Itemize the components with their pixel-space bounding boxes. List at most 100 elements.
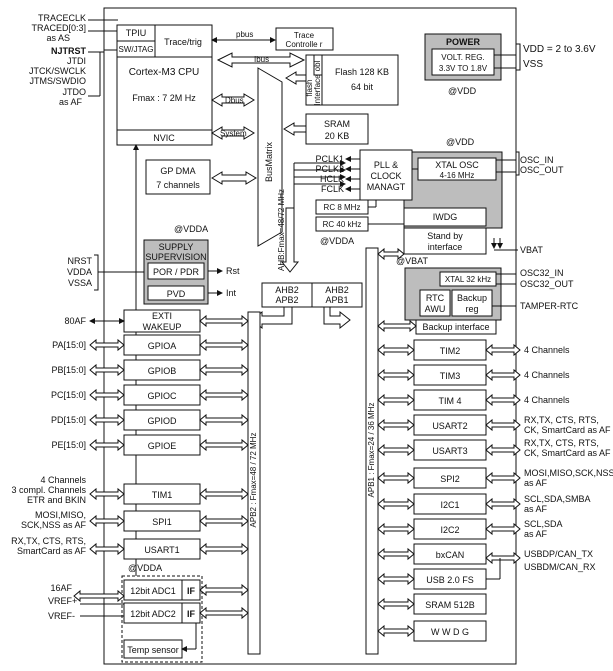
- dbus-arrow: [211, 93, 255, 107]
- wwdg-label: W W D G: [431, 627, 469, 637]
- can-sig-2: USBDM/CAN_RX: [524, 562, 596, 572]
- apb1-bus-label: APB1 : Fmax=24 / 36 MHz: [367, 403, 376, 498]
- fmax-label: Fmax : 7 2M Hz: [132, 93, 196, 103]
- bxcan-label: bxCAN: [436, 550, 465, 560]
- can-sig-1: USBDP/CAN_TX: [524, 549, 593, 559]
- iwdg-label: IWDG: [433, 212, 458, 222]
- int-label: Int: [226, 288, 237, 298]
- pvd-label: PVD: [167, 289, 186, 299]
- dma-arrow: [211, 171, 257, 185]
- sram-label-1: SRAM: [324, 119, 350, 129]
- spi2-label: SPI2: [440, 474, 460, 484]
- vdda-label: VDDA: [67, 267, 92, 277]
- pd-label: PD[15:0]: [51, 415, 86, 425]
- vbat-label: VBAT: [520, 245, 543, 255]
- as-af-label: as AF: [59, 97, 83, 107]
- vbat-domain-label: @VBAT: [396, 256, 428, 266]
- supply-vdda-label: @VDDA: [174, 224, 208, 234]
- jtdo-label: JTDO: [63, 87, 87, 97]
- tim1-sig-2: 3 compl. Channels: [11, 485, 86, 495]
- pe-label: PE[15:0]: [51, 440, 86, 450]
- usb-label: USB 2.0 FS: [426, 575, 474, 585]
- apb1-right-signals: 4 Channels 4 Channels 4 Channels RX,TX, …: [524, 345, 613, 572]
- temp-sensor-label: Temp sensor: [127, 645, 179, 655]
- rtc-block: [419, 289, 451, 317]
- osc-in-label: OSC_IN: [520, 155, 554, 165]
- flash-obl-block: [313, 54, 323, 76]
- i2c1-label: I2C1: [440, 500, 459, 510]
- gpioe-label: GPIOE: [148, 441, 177, 451]
- clock-vdda-label: @VDDA: [320, 236, 354, 246]
- adc1-if-label: IF: [187, 586, 196, 596]
- flash-interface-label: Interface: [313, 74, 322, 106]
- vss-label: VSS: [523, 59, 543, 70]
- rtc-label-1: RTC: [426, 293, 445, 303]
- backup-reg-label-1: Backup: [457, 293, 487, 303]
- pll-block: [359, 149, 413, 201]
- spi2-sig-2: as AF: [524, 478, 548, 488]
- i2c2-label: I2C2: [440, 525, 459, 535]
- apb1-connector: [323, 306, 351, 330]
- power-title: POWER: [446, 37, 481, 47]
- jtdi-label: JTDI: [67, 56, 86, 66]
- ibus-arrow: [216, 52, 306, 68]
- njtrst-label: NJTRST: [51, 46, 87, 56]
- standby-label-1: Stand by: [427, 231, 463, 241]
- rtc-label-2: AWU: [425, 304, 446, 314]
- gpioa-label: GPIOA: [148, 341, 177, 351]
- xtal-osc-label-2: 4-16 MHz: [440, 171, 475, 180]
- tim3-channels: 4 Channels: [524, 370, 570, 380]
- bus-matrix-label: BusMatrix: [264, 142, 274, 183]
- tim4-label: TIM 4: [438, 396, 461, 406]
- apb1-bus: [365, 247, 379, 655]
- reset-supply-signals: NRST VDDA VSSA: [67, 256, 93, 288]
- flash-word-label: flash: [305, 80, 314, 97]
- gp-dma-block: [145, 159, 211, 195]
- gpioc-label: GPIOC: [147, 391, 177, 401]
- apb1-bus-arrows: [377, 343, 415, 638]
- backup-if-conn: [377, 319, 417, 333]
- vref-minus-label: VREF-: [48, 611, 75, 621]
- vref-plus-label: VREF+: [48, 596, 77, 606]
- usart1-sig-2: SmartCard as AF: [17, 546, 87, 556]
- trace-trig-label: Trace/trig: [164, 37, 202, 47]
- gp-dma-label-1: GP DMA: [160, 166, 195, 176]
- apb2-lower-arrows: [89, 487, 249, 556]
- backup-interface-block: [415, 319, 497, 335]
- tim1-sig-3: ETR and BKIN: [27, 495, 86, 505]
- tamper-label: TAMPER-RTC: [520, 301, 579, 311]
- pll-label-2: CLOCK: [370, 171, 401, 181]
- pbus-label: pbus: [236, 30, 253, 39]
- usart1-label: USART1: [144, 545, 179, 555]
- apb1-bridge-block: [311, 282, 363, 308]
- adc-input-arrow: [73, 589, 125, 603]
- fclk-label: FCLK: [321, 184, 344, 194]
- vdd-range-label: VDD = 2 to 3.6V: [523, 44, 596, 55]
- sw-jtag-block: [116, 40, 156, 58]
- trace-controller-label-1: Trace: [294, 31, 315, 40]
- usart2-label: USART2: [432, 421, 467, 431]
- volt-reg-label-2: 3.3V TO 1.8V: [439, 64, 488, 73]
- bm-flash-arrow: [285, 71, 307, 85]
- rc8-label: RC 8 MHz: [324, 203, 361, 212]
- apb2-bus: [247, 311, 261, 655]
- hclk-label: HCLK: [320, 174, 344, 184]
- por-pdr-label: POR / PDR: [153, 267, 200, 277]
- i2c2-sig-1: SCL,SDA: [524, 519, 563, 529]
- tim1-label: TIM1: [152, 490, 173, 500]
- clock-vdd-label: @VDD: [446, 137, 475, 147]
- nvic-label: NVIC: [153, 133, 175, 143]
- jtck-label: JTCK/SWCLK: [29, 66, 86, 76]
- gp-dma-label-2: 7 channels: [156, 180, 200, 190]
- tim4-channels: 4 Channels: [524, 395, 570, 405]
- tim2-channels: 4 Channels: [524, 345, 570, 355]
- apb2-left-signals: 4 Channels 3 compl. Channels ETR and BKI…: [11, 475, 86, 556]
- pvd-block: [147, 285, 205, 301]
- xtal32-block: [439, 271, 497, 287]
- adc2-conn: [199, 606, 249, 620]
- traceclk-label: TRACECLK: [38, 13, 86, 23]
- as-as-label: as AS: [46, 33, 70, 43]
- ahb-label: AHB:Fmax=48/72 MHz: [277, 189, 286, 271]
- gpio-port-labels: PA[15:0] PB[15:0] PC[15:0] PD[15:0] PE[1…: [51, 340, 86, 450]
